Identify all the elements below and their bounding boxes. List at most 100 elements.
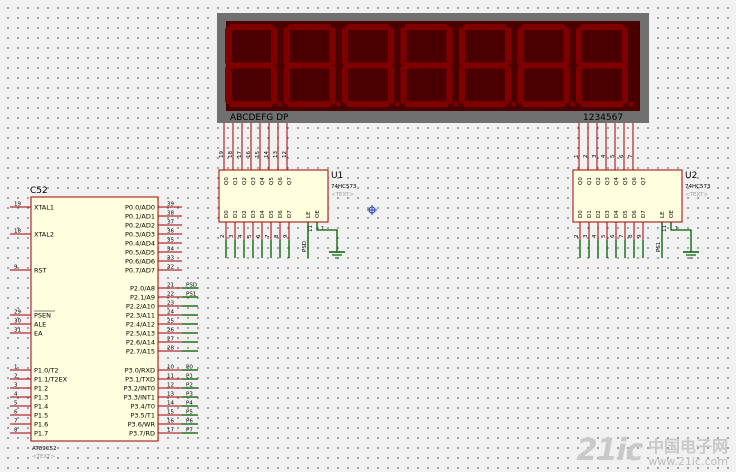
ground-icon: [329, 251, 345, 259]
mcu-pin-name: P0.6/AD6: [125, 258, 155, 266]
u1-body: [218, 169, 329, 223]
mcu-pin-name: P0.1/AD1: [125, 213, 155, 221]
digit-1: [225, 24, 283, 107]
display-common-label: 1234567: [583, 113, 623, 123]
u2-input-pin: 4: [592, 234, 598, 238]
display-segment-label: ABCDEFG DP: [230, 113, 289, 123]
watermark-url: www.21ic.com: [648, 455, 728, 468]
display-pin-label: 2: [583, 155, 589, 159]
u2-input-pin: 8: [628, 234, 634, 238]
u2-latch[interactable]: U274HC573<TEXT>Q0D02Q1D13Q2D24Q3D35Q4D46…: [572, 169, 711, 259]
u1-oe-wire: [316, 222, 338, 252]
u1-input-pin: 6: [256, 234, 262, 238]
u2-input-label: D6: [632, 210, 638, 218]
u1-input-pin: 5: [247, 234, 253, 238]
mcu-pin-number: 18: [14, 229, 21, 235]
mcu-pin-number: 4: [14, 392, 18, 398]
segment-dp: [628, 101, 634, 107]
mcu-net-label: PSD: [186, 283, 197, 289]
u1-input-label: D6: [278, 210, 284, 218]
mcu-pin-number: 38: [167, 211, 174, 217]
mcu-pin-name: P1.6: [34, 421, 48, 429]
u1-input-pin: 8: [274, 234, 280, 238]
u2-input-pin: 9: [637, 234, 643, 238]
u2-output-label: Q1: [587, 177, 593, 185]
mcu-pin-name: P1.4: [34, 403, 48, 411]
u2-le-pin: 11: [662, 225, 668, 232]
mcu-pin-name: P0.5/AD5: [125, 249, 155, 257]
u1-output-label: Q1: [233, 177, 239, 185]
mcu-net-label: P2: [186, 383, 193, 389]
digit-3: [342, 24, 400, 107]
u1-input-pin: 2: [220, 235, 226, 239]
mcu-pin-name: XTAL2: [34, 231, 54, 239]
u1-le-pin: 11: [308, 225, 314, 232]
mcu-pin-number: 23: [167, 301, 174, 307]
u2-input-label: D0: [578, 210, 584, 218]
mcu-pin-name: XTAL1: [34, 204, 54, 212]
display-pin-label: 3: [592, 154, 598, 158]
mcu-pin-name: P3.0/RXD: [125, 367, 155, 375]
segment-dp: [336, 101, 341, 107]
mcu-pin-number: 15: [167, 410, 174, 416]
mcu-pin-number: 6: [14, 410, 18, 416]
u2-text: <TEXT>: [685, 192, 708, 198]
u2-input-label: D3: [605, 210, 611, 218]
u1-input-pin: 3: [229, 234, 235, 238]
u1-output-label: Q6: [278, 177, 284, 185]
mcu-pin-name: PSEN: [34, 312, 51, 320]
watermark-brand: 21ic: [576, 433, 644, 468]
mcu-pin-number: 14: [167, 401, 174, 407]
u2-output-label: Q2: [596, 177, 602, 185]
mcu-pin-number: 27: [167, 337, 174, 343]
u1-oe-label: OE: [315, 210, 321, 218]
mcu-net-label: P3: [186, 392, 193, 398]
mcu-pin-name: P1.3: [34, 394, 48, 402]
u2-body: [572, 169, 683, 223]
u2-input-label: D1: [587, 210, 593, 218]
mcu-pin-name: P3.4/T0: [130, 403, 155, 411]
display-pin-label: 4: [601, 154, 607, 158]
mcu-pin-name: P2.2/A10: [126, 303, 155, 311]
u2-output-label: Q4: [614, 177, 620, 185]
u1-latch[interactable]: U174HC573<TEXT>Q0D02Q1D13Q2D24Q3D35Q4D46…: [218, 169, 357, 259]
mcu-part: AT89C52: [32, 446, 57, 452]
u1-input-pin: 9: [283, 234, 289, 238]
u1-input-label: D1: [233, 210, 239, 218]
mcu-pin-number: 25: [167, 319, 174, 325]
u2-input-pin: 3: [583, 234, 589, 238]
u2-input-pin: 6: [610, 234, 616, 238]
mcu-pin-number: 22: [167, 292, 174, 298]
seven-segment-display[interactable]: ABCDEFG DP 1234567: [217, 13, 649, 123]
mcu-pin-name: P1.7: [34, 430, 48, 438]
display-pin-label: 15: [255, 151, 261, 158]
mcu-pin-number: 7: [14, 419, 18, 425]
watermark-cn: 中国电子网: [647, 437, 728, 456]
display-digits: [225, 24, 634, 107]
mcu-pin-name: P3.1/TXD: [125, 376, 155, 384]
display-pin-label: 7: [628, 154, 634, 158]
mcu-pin-number: 13: [167, 392, 174, 398]
mcu-pin-number: 32: [167, 265, 174, 271]
u1-input-label: D4: [260, 210, 266, 218]
mcu-pin-name: P2.7/A15: [126, 348, 155, 356]
mcu-pin-name: P2.6/A14: [126, 339, 155, 347]
digit-4: [400, 24, 458, 107]
u1-input-label: D7: [287, 210, 293, 218]
u2-oe-label: OE: [669, 210, 675, 218]
digit-2: [283, 24, 341, 107]
mcu-pin-name: P2.1/A9: [130, 294, 155, 302]
mcu-pin-number: 17: [167, 428, 174, 434]
mcu-pin-name: EA: [34, 330, 43, 338]
mcu-pin-number: 19: [14, 202, 21, 208]
mcu-pin-name: P1.1/T2EX: [34, 376, 68, 384]
mcu-pin-name: P0.7/AD7: [125, 267, 155, 275]
display-pin-label: 18: [228, 151, 234, 158]
mcu-pin-number: 36: [167, 229, 174, 235]
digit-7: [576, 24, 634, 107]
mcu-pin-name: P3.5/T1: [130, 412, 155, 420]
mcu-pin-name: P1.0/T2: [34, 367, 59, 375]
u1-input-label: D0: [224, 210, 230, 218]
mcu-net-label: P1: [186, 374, 193, 380]
